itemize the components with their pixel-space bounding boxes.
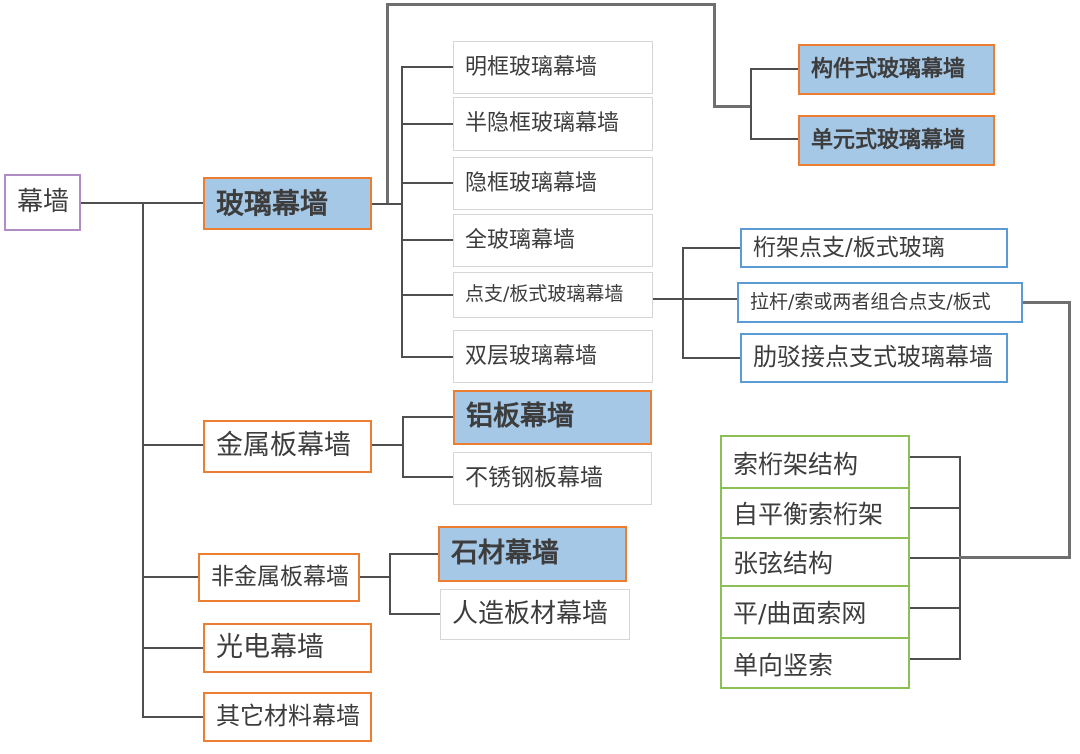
connector	[908, 507, 960, 509]
node-label: 光电幕墙	[216, 631, 324, 663]
node-single-direction-vertical-cable: 单向竖索	[722, 639, 908, 689]
connector	[682, 357, 740, 359]
node-non-metal-panel: 非金属板幕墙	[198, 553, 360, 602]
connector	[372, 203, 402, 205]
connector	[401, 356, 453, 358]
node-label: 人造板材幕墙	[452, 598, 609, 629]
connector	[1068, 301, 1071, 559]
node-curtain-wall-root: 幕墙	[4, 174, 81, 231]
connector	[959, 556, 1070, 559]
connector	[401, 239, 453, 241]
connector	[142, 202, 144, 718]
node-glass-curtain-wall: 玻璃幕墙	[203, 177, 372, 230]
node-artificial-board: 人造板材幕墙	[440, 589, 630, 640]
node-rib-bolted-point-support: 肋驳接点支式玻璃幕墙	[740, 333, 1008, 383]
connector	[401, 182, 453, 184]
node-photovoltaic: 光电幕墙	[203, 623, 372, 673]
node-stone-curtain-wall: 石材幕墙	[438, 526, 627, 582]
connector	[402, 416, 404, 478]
connector	[402, 476, 453, 478]
connector	[386, 3, 389, 203]
connector	[908, 456, 960, 458]
connector	[1023, 301, 1071, 304]
node-truss-point-support: 桁架点支/板式玻璃	[740, 228, 1008, 268]
connector	[750, 68, 798, 70]
node-stick-built-glass: 构件式玻璃幕墙	[798, 44, 995, 95]
connector	[401, 294, 453, 296]
node-semi-hidden-frame-glass: 半隐框玻璃幕墙	[453, 97, 653, 151]
node-full-glass: 全玻璃幕墙	[453, 214, 653, 267]
node-label: 平/曲面索网	[733, 599, 867, 628]
node-label: 双层玻璃幕墙	[465, 343, 598, 369]
divider	[722, 585, 908, 587]
node-label: 非金属板幕墙	[211, 564, 349, 591]
connector	[908, 557, 960, 559]
connector	[750, 68, 752, 140]
node-point-supported-glass: 点支/板式玻璃幕墙	[453, 272, 653, 318]
connector	[386, 3, 716, 6]
connector	[713, 105, 752, 108]
node-label: 张弦结构	[733, 549, 834, 578]
node-label: 拉杆/索或两者组合点支/板式	[750, 290, 991, 313]
divider	[722, 537, 908, 539]
divider	[722, 487, 908, 489]
node-rod-cable-point-support: 拉杆/索或两者组合点支/板式	[737, 282, 1023, 323]
node-label: 隐框玻璃幕墙	[465, 170, 598, 196]
node-label: 单向竖索	[733, 651, 834, 680]
connector	[401, 123, 453, 125]
connector	[389, 613, 440, 615]
connector	[401, 66, 403, 358]
divider	[722, 637, 908, 639]
node-label: 铝板幕墙	[466, 401, 574, 433]
node-exposed-frame-glass: 明框玻璃幕墙	[453, 41, 653, 94]
node-cable-truss: 索桁架结构	[722, 437, 908, 489]
node-aluminum-panel: 铝板幕墙	[453, 390, 652, 445]
node-label: 其它材料幕墙	[216, 702, 360, 731]
connector	[142, 444, 203, 446]
connector	[682, 247, 740, 249]
node-self-balanced-cable-truss: 自平衡索桁架	[722, 489, 908, 537]
connector	[372, 444, 403, 446]
node-label: 半隐框玻璃幕墙	[465, 111, 620, 137]
node-label: 金属板幕墙	[216, 430, 351, 462]
connector	[142, 716, 203, 718]
connector	[653, 298, 737, 300]
node-label: 全玻璃幕墙	[465, 227, 576, 253]
node-label: 构件式玻璃幕墙	[811, 56, 966, 82]
connector	[389, 553, 391, 615]
node-other-materials: 其它材料幕墙	[203, 692, 372, 742]
connector	[908, 607, 960, 609]
connector	[142, 647, 203, 649]
node-label: 桁架点支/板式玻璃	[753, 234, 945, 261]
connector	[360, 576, 390, 578]
connector	[142, 576, 198, 578]
connector	[682, 247, 684, 359]
node-tensioned-string-structure: 张弦结构	[722, 539, 908, 585]
node-metal-panel: 金属板幕墙	[203, 420, 372, 473]
node-label: 单元式玻璃幕墙	[811, 127, 966, 153]
node-unitized-glass: 单元式玻璃幕墙	[798, 115, 995, 166]
node-label: 自平衡索桁架	[733, 500, 884, 529]
connector	[402, 416, 453, 418]
cable-structure-stack: 索桁架结构 自平衡索桁架 张弦结构 平/曲面索网 单向竖索	[720, 435, 910, 689]
node-plane-curved-cable-net: 平/曲面索网	[722, 587, 908, 637]
connector	[713, 3, 716, 107]
connector	[401, 66, 453, 68]
node-label: 索桁架结构	[733, 450, 859, 479]
node-label: 不锈钢板幕墙	[465, 465, 603, 492]
node-label: 幕墙	[17, 186, 70, 217]
connector	[389, 553, 438, 555]
node-label: 点支/板式玻璃幕墙	[465, 283, 624, 306]
node-label: 玻璃幕墙	[216, 186, 329, 220]
connector	[908, 658, 960, 660]
connector	[750, 138, 798, 140]
node-label: 肋驳接点支式玻璃幕墙	[753, 343, 993, 372]
node-double-layer-glass: 双层玻璃幕墙	[453, 330, 653, 383]
node-label: 明框玻璃幕墙	[465, 54, 598, 80]
node-hidden-frame-glass: 隐框玻璃幕墙	[453, 157, 653, 210]
node-label: 石材幕墙	[451, 537, 559, 569]
node-stainless-steel-panel: 不锈钢板幕墙	[453, 452, 652, 505]
